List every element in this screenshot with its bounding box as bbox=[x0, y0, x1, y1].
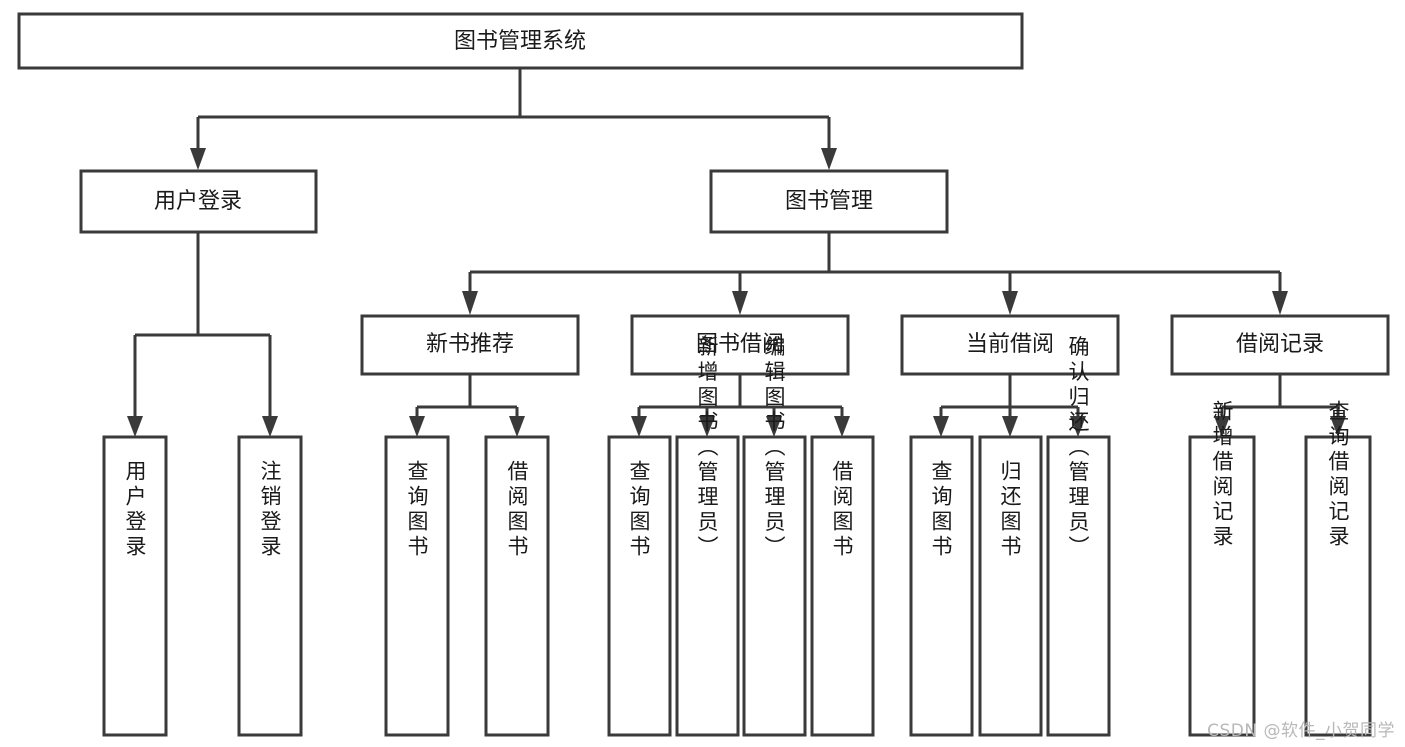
node-book-borrow[interactable]: 图书借阅 bbox=[630, 314, 850, 376]
arrow-head-nb-leaf-1 bbox=[409, 416, 425, 437]
arrow-head-bb-leaf-1 bbox=[631, 416, 647, 437]
leaf-nb-borrow-book-label: 借阅图书 bbox=[505, 460, 529, 560]
node-user-login-box[interactable] bbox=[79, 169, 318, 234]
leaf-cb-confirm-return-label: 确认归还（管理员） bbox=[1066, 336, 1090, 561]
node-book-borrow-label: 图书借阅 bbox=[696, 332, 784, 357]
arrow-head-bb-leaf-3 bbox=[766, 416, 782, 437]
arrow-head-nb-leaf-2 bbox=[509, 416, 525, 437]
leaf-node[interactable]: 编辑图书（管理员） bbox=[742, 336, 807, 737]
node-root-label: 图书管理系统 bbox=[454, 29, 586, 54]
node-book-management[interactable]: 图书管理 bbox=[709, 169, 949, 234]
leaf-bb-borrow-book-box[interactable] bbox=[810, 435, 875, 737]
leaf-cb-confirm-return-box[interactable] bbox=[1046, 435, 1111, 737]
node-new-book-recommend-label: 新书推荐 bbox=[426, 332, 514, 357]
node-new-book-recommend[interactable]: 新书推荐 bbox=[360, 314, 580, 376]
node-user-login-label: 用户登录 bbox=[154, 189, 242, 214]
leaf-nb-query-book-box[interactable] bbox=[384, 435, 450, 737]
arrow-head-cb-leaf-1 bbox=[933, 416, 949, 437]
leaf-node[interactable]: 确认归还（管理员） bbox=[1046, 336, 1111, 737]
arrow-head-new-book bbox=[462, 291, 478, 315]
arrow-head-cb-leaf-2 bbox=[1002, 416, 1018, 437]
leaf-bb-edit-book-label: 编辑图书（管理员） bbox=[762, 336, 786, 561]
arrow-head-leaf-logout bbox=[262, 416, 278, 437]
leaf-user-login-box[interactable] bbox=[102, 435, 168, 737]
leaf-bb-edit-book-box[interactable] bbox=[742, 435, 807, 737]
leaf-node[interactable]: 查询图书 bbox=[607, 435, 672, 737]
leaf-node[interactable]: 借阅图书 bbox=[484, 435, 550, 737]
node-new-book-recommend-box[interactable] bbox=[360, 314, 580, 376]
leaf-node[interactable]: 新增借阅记录 bbox=[1188, 400, 1256, 737]
leaf-br-add-record-box[interactable] bbox=[1188, 435, 1256, 737]
leaf-bb-add-book-label: 新增图书（管理员） bbox=[695, 336, 719, 561]
leaf-br-query-record-box[interactable] bbox=[1304, 435, 1372, 737]
leaf-br-add-record-label: 新增借阅记录 bbox=[1210, 400, 1234, 550]
leaf-bb-add-book-box[interactable] bbox=[675, 435, 740, 737]
arrow-head-br-leaf-1 bbox=[1214, 416, 1230, 437]
node-borrow-record[interactable]: 借阅记录 bbox=[1170, 314, 1390, 376]
node-current-borrow[interactable]: 当前借阅 bbox=[900, 314, 1120, 376]
node-current-borrow-label: 当前借阅 bbox=[966, 332, 1054, 357]
leaf-bb-query-book-label: 查询图书 bbox=[627, 460, 651, 560]
node-borrow-record-label: 借阅记录 bbox=[1236, 332, 1324, 357]
node-book-management-label: 图书管理 bbox=[785, 189, 873, 214]
leaf-node[interactable]: 用户登录 bbox=[102, 435, 168, 737]
leaf-nb-query-book-label: 查询图书 bbox=[405, 460, 429, 560]
arrow-head-current-borrow bbox=[1002, 291, 1018, 315]
connector-group bbox=[127, 68, 1346, 437]
leaf-node[interactable]: 借阅图书 bbox=[810, 435, 875, 737]
node-user-login[interactable]: 用户登录 bbox=[79, 169, 318, 234]
arrow-head-cb-leaf-3 bbox=[1070, 416, 1086, 437]
arrow-head-book-mgmt bbox=[821, 148, 837, 170]
leaf-bb-borrow-book-label: 借阅图书 bbox=[830, 460, 854, 560]
node-book-borrow-box[interactable] bbox=[630, 314, 850, 376]
leaf-node[interactable]: 查询图书 bbox=[384, 435, 450, 737]
arrow-head-bb-leaf-2 bbox=[699, 416, 715, 437]
arrow-head-user-login bbox=[190, 148, 206, 170]
leaf-cb-return-book-label: 归还图书 bbox=[998, 460, 1022, 560]
arrow-head-book-borrow bbox=[732, 291, 748, 315]
leaf-node[interactable]: 归还图书 bbox=[978, 435, 1043, 737]
node-root-box[interactable] bbox=[17, 12, 1024, 70]
arrow-head-br-leaf-2 bbox=[1330, 416, 1346, 437]
arrow-head-bb-leaf-4 bbox=[834, 416, 850, 437]
leaf-node[interactable]: 注销登录 bbox=[237, 435, 303, 737]
leaf-user-login-label: 用户登录 bbox=[123, 460, 147, 560]
node-current-borrow-box[interactable] bbox=[900, 314, 1120, 376]
leaf-node[interactable]: 查询借阅记录 bbox=[1304, 400, 1372, 737]
leaf-cb-query-book-box[interactable] bbox=[909, 435, 974, 737]
leaf-node[interactable]: 查询图书 bbox=[909, 435, 974, 737]
leaf-cb-query-book-label: 查询图书 bbox=[929, 460, 953, 560]
leaf-logout-box[interactable] bbox=[237, 435, 303, 737]
node-borrow-record-box[interactable] bbox=[1170, 314, 1390, 376]
leaf-bb-query-book-box[interactable] bbox=[607, 435, 672, 737]
leaf-nb-borrow-book-box[interactable] bbox=[484, 435, 550, 737]
node-book-management-box[interactable] bbox=[709, 169, 949, 234]
arrow-head-leaf-user-login bbox=[127, 416, 143, 437]
leaf-cb-return-book-box[interactable] bbox=[978, 435, 1043, 737]
leaf-logout-label: 注销登录 bbox=[258, 460, 282, 560]
leaf-br-query-record-label: 查询借阅记录 bbox=[1326, 400, 1350, 550]
arrow-head-borrow-record bbox=[1272, 291, 1288, 315]
leaf-node[interactable]: 新增图书（管理员） bbox=[675, 336, 740, 737]
node-root[interactable]: 图书管理系统 bbox=[17, 12, 1024, 70]
